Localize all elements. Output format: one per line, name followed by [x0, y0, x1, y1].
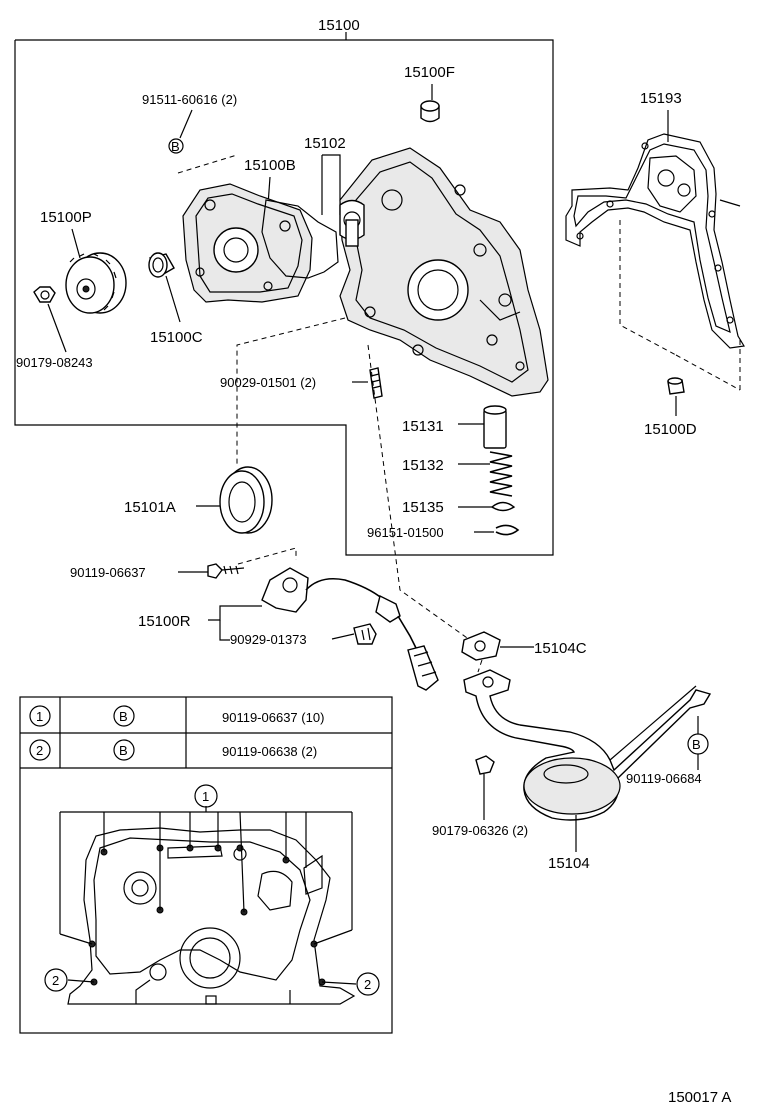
label-sensor-connector: 90929-01373	[230, 632, 307, 647]
label-cover-top: 15100F	[404, 64, 455, 81]
clip-part	[495, 524, 520, 536]
retainer-part	[490, 501, 516, 512]
table-row-part: 90119-06638 (2)	[222, 744, 317, 759]
table-row-part: 90119-06637 (10)	[222, 710, 324, 725]
connector-part	[353, 623, 377, 645]
assembly-frame	[14, 32, 554, 556]
table-row-number: 1	[36, 709, 43, 724]
label-gear-p: 15100P	[40, 209, 92, 226]
label-bolt-set: 91511-60616 (2)	[142, 92, 237, 107]
label-sensor: 15100R	[138, 613, 191, 630]
label-strainer: 15104	[548, 855, 590, 872]
gear-p-part	[65, 252, 127, 314]
ref-b-circle-strainer: B	[687, 733, 709, 755]
label-nut: 90179-08243	[16, 355, 93, 370]
timing-cover-part	[339, 147, 549, 397]
label-bearing-c: 15100C	[150, 329, 203, 346]
svg-text:2: 2	[364, 977, 371, 992]
crank-sensor-part	[261, 567, 439, 691]
label-assembly: 15100	[318, 17, 360, 34]
strainer-nut-part	[475, 755, 495, 775]
dowel-part	[667, 377, 685, 395]
valve-part	[483, 405, 507, 449]
svg-text:1: 1	[202, 789, 209, 804]
oil-seal-part	[219, 466, 273, 534]
label-pin: 90029-01501 (2)	[220, 375, 316, 390]
cover-cap-part	[420, 100, 440, 123]
svg-text:B: B	[692, 737, 701, 752]
label-seal: 15101A	[124, 499, 176, 516]
label-strainer-gasket: 15104C	[534, 640, 587, 657]
label-valve: 15131	[402, 418, 444, 435]
sensor-bolt-part	[207, 563, 245, 579]
svg-text:2: 2	[52, 973, 59, 988]
table-row: 2 B 90119-06638 (2)	[29, 739, 317, 761]
label-strainer-bolt: 90119-06684	[626, 771, 702, 786]
diagram-id: 150017 A	[668, 1089, 731, 1106]
label-spring: 15132	[402, 457, 444, 474]
table-row-number: 2	[36, 743, 43, 758]
inset-cover-drawing	[59, 806, 357, 1005]
table-row: 1 B 90119-06637 (10)	[29, 705, 324, 727]
inset-callout-1: 1	[194, 784, 218, 808]
nut-part	[33, 286, 56, 303]
oil-strainer-part	[463, 669, 712, 821]
label-strainer-nut: 90179-06326 (2)	[432, 823, 528, 838]
plate-gasket-part	[565, 133, 745, 349]
bearing-c-part	[148, 252, 175, 278]
svg-text:B: B	[171, 139, 180, 154]
gasket-part	[261, 199, 339, 279]
spring-part	[489, 451, 513, 497]
table-row-mark: B	[119, 743, 128, 758]
label-bolt-r: 90119-06637	[70, 565, 146, 580]
table-row-mark: B	[119, 709, 128, 724]
label-retainer: 15135	[402, 499, 444, 516]
label-gasket: 15102	[304, 135, 346, 152]
label-dowel: 15100D	[644, 421, 697, 438]
bolt-reference-table	[19, 696, 393, 1034]
strainer-gasket-part	[461, 631, 501, 661]
label-body-b: 15100B	[244, 157, 296, 174]
pump-body-b-part	[182, 183, 313, 303]
label-clip: 96151-01500	[367, 525, 444, 540]
ref-b-circle-top: B	[168, 138, 184, 154]
inset-callout-2-right: 2	[356, 972, 380, 996]
label-plate-gasket: 15193	[640, 90, 682, 107]
inset-callout-2-left: 2	[44, 968, 68, 992]
